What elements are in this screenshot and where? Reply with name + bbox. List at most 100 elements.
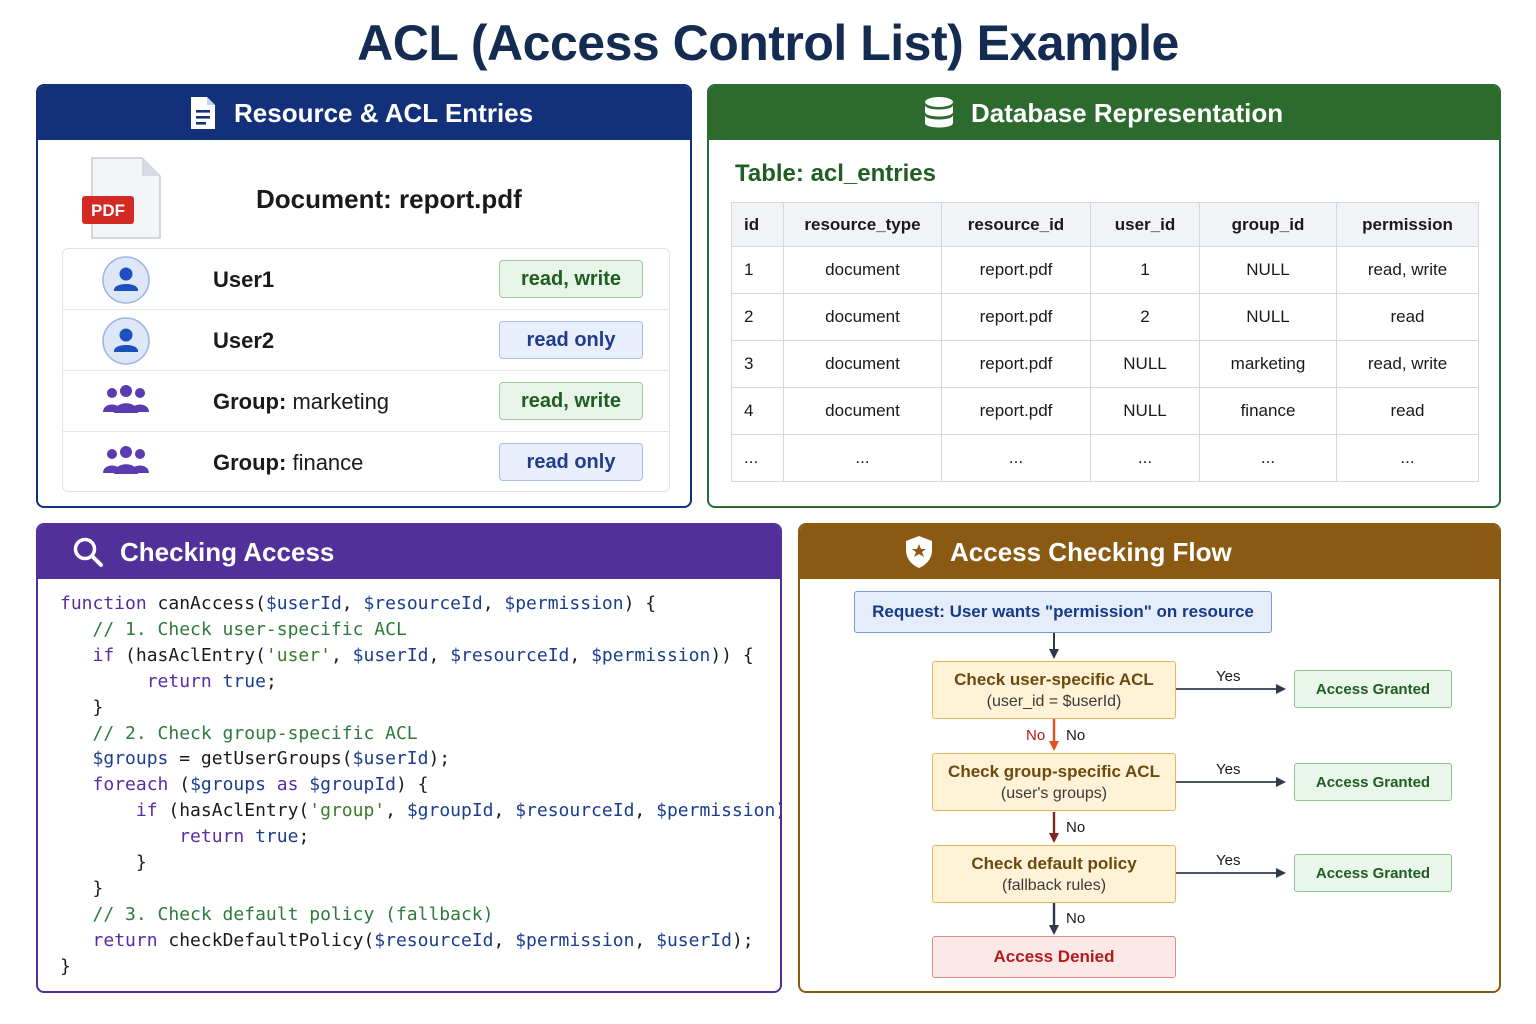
acl-entry-row: Group: finance read only bbox=[63, 432, 669, 493]
checking-access-header: Checking Access bbox=[38, 525, 780, 579]
flow-no-label: No bbox=[1026, 727, 1046, 744]
code-line: } bbox=[60, 955, 71, 977]
table-cell: finance bbox=[1199, 387, 1337, 435]
code-line: return checkDefaultPolicy($resourceId, $… bbox=[92, 929, 754, 951]
table-cell: ... bbox=[1090, 434, 1200, 482]
table-cell: marketing bbox=[1199, 340, 1337, 388]
column-header: resource_id bbox=[941, 202, 1091, 247]
flow-connectors bbox=[1049, 633, 1286, 935]
table-row: ... ... ... ... ... ... bbox=[731, 434, 1479, 482]
document-title: Document: report.pdf bbox=[256, 184, 522, 215]
pdf-label: PDF bbox=[91, 201, 125, 220]
flow-yes-label: Yes bbox=[1216, 668, 1241, 685]
table-cell: 1 bbox=[731, 246, 784, 294]
database-panel: Database Representation Table: acl_entri… bbox=[707, 84, 1501, 508]
column-header: group_id bbox=[1199, 202, 1337, 247]
table-cell: ... bbox=[731, 434, 784, 482]
permission-badge: read, write bbox=[499, 382, 643, 420]
permission-badge: read only bbox=[499, 443, 643, 481]
code-line: foreach ($groups as $groupId) { bbox=[92, 774, 429, 796]
permission-badge: read, write bbox=[499, 260, 643, 298]
table-title: Table: acl_entries bbox=[735, 160, 936, 187]
table-cell: read, write bbox=[1336, 340, 1479, 388]
table-row: 3 document report.pdf NULL marketing rea… bbox=[731, 340, 1479, 388]
table-cell: report.pdf bbox=[941, 293, 1091, 341]
flow-node-detail: (user's groups) bbox=[1000, 784, 1108, 802]
code-line: } bbox=[60, 852, 147, 874]
flow-no-label: No bbox=[1066, 910, 1086, 927]
access-flow-header: Access Checking Flow bbox=[800, 525, 1499, 579]
table-cell: NULL bbox=[1199, 293, 1337, 341]
table-cell: ... bbox=[1199, 434, 1337, 482]
code-line: // 2. Check group-specific ACL bbox=[92, 722, 418, 744]
flow-yes-label: Yes bbox=[1216, 852, 1241, 869]
acl-entry-row: Group: marketing read, write bbox=[63, 371, 669, 432]
flow-no-label: No bbox=[1066, 819, 1086, 836]
acl-entry-row: User2 read only bbox=[63, 310, 669, 371]
code-line: function canAccess($userId, $resourceId,… bbox=[60, 593, 657, 614]
pdf-file-icon: PDF bbox=[82, 156, 168, 242]
table-cell: document bbox=[783, 340, 942, 388]
table-cell: 3 bbox=[731, 340, 784, 388]
document-label: Document: bbox=[256, 184, 392, 214]
acl-entry-name: User1 bbox=[213, 267, 275, 292]
acl-entry-name: User2 bbox=[213, 328, 275, 353]
resource-panel-title: Resource & ACL Entries bbox=[234, 97, 534, 128]
code-line: } bbox=[60, 877, 104, 899]
user-icon bbox=[101, 255, 151, 305]
table-cell: 4 bbox=[731, 387, 784, 435]
search-icon bbox=[72, 536, 104, 568]
database-icon bbox=[923, 96, 955, 130]
code-block: function canAccess($userId, $resourceId,… bbox=[60, 591, 780, 980]
column-header: resource_type bbox=[783, 202, 942, 247]
flow-request-node: Request: User wants "permission" on reso… bbox=[854, 591, 1272, 633]
database-panel-header: Database Representation bbox=[709, 86, 1499, 140]
table-cell: report.pdf bbox=[941, 340, 1091, 388]
flow-check-default-node: Check default policy (fallback rules) bbox=[932, 845, 1176, 903]
table-cell: 2 bbox=[1090, 293, 1200, 341]
flow-check-user-node: Check user-specific ACL (user_id = $user… bbox=[932, 661, 1176, 719]
table-header-row: id resource_type resource_id user_id gro… bbox=[731, 202, 1479, 247]
group-icon bbox=[101, 377, 151, 427]
document-name: report.pdf bbox=[399, 184, 522, 214]
user-icon bbox=[101, 316, 151, 366]
acl-entry-name: Group: marketing bbox=[213, 389, 390, 414]
table-row: 2 document report.pdf 2 NULL read bbox=[731, 293, 1479, 341]
database-panel-title: Database Representation bbox=[971, 97, 1284, 128]
flow-check-group-node: Check group-specific ACL (user's groups) bbox=[932, 753, 1176, 811]
table-cell: report.pdf bbox=[941, 387, 1091, 435]
code-line: if (hasAclEntry('user', $userId, $resour… bbox=[92, 644, 754, 666]
code-line: $groups = getUserGroups($userId); bbox=[92, 748, 451, 770]
document-row: PDF Document: report.pdf bbox=[82, 156, 662, 246]
acl-entry-name: Group: finance bbox=[213, 450, 364, 475]
flow-granted-node: Access Granted bbox=[1294, 763, 1452, 801]
flow-denied-node: Access Denied bbox=[932, 936, 1176, 978]
column-header: user_id bbox=[1090, 202, 1200, 247]
table-cell: NULL bbox=[1090, 340, 1200, 388]
code-line: } bbox=[60, 696, 104, 718]
document-icon bbox=[188, 96, 218, 130]
table-cell: read, write bbox=[1336, 246, 1479, 294]
flow-no-label: No bbox=[1066, 727, 1086, 744]
code-line: // 1. Check user-specific ACL bbox=[92, 618, 407, 640]
flow-node-title: Check user-specific ACL bbox=[954, 669, 1154, 689]
table-cell: document bbox=[783, 246, 942, 294]
column-header: permission bbox=[1336, 202, 1479, 247]
checking-access-title: Checking Access bbox=[120, 536, 335, 567]
table-cell: ... bbox=[783, 434, 942, 482]
table-cell: 1 bbox=[1090, 246, 1200, 294]
acl-entries-table: id resource_type resource_id user_id gro… bbox=[731, 202, 1479, 482]
resource-acl-panel: Resource & ACL Entries PDF Document: rep… bbox=[36, 84, 692, 508]
resource-panel-header: Resource & ACL Entries bbox=[38, 86, 690, 140]
table-row: 1 document report.pdf 1 NULL read, write bbox=[731, 246, 1479, 294]
table-cell: read bbox=[1336, 387, 1479, 435]
table-cell: NULL bbox=[1090, 387, 1200, 435]
flow-granted-node: Access Granted bbox=[1294, 670, 1452, 708]
shield-icon bbox=[904, 535, 934, 569]
code-line: // 3. Check default policy (fallback) bbox=[92, 903, 494, 925]
code-line: return true; bbox=[179, 826, 310, 848]
permission-badge: read only bbox=[499, 321, 643, 359]
code-line: return true; bbox=[146, 670, 277, 692]
page-title: ACL (Access Control List) Example bbox=[357, 15, 1179, 71]
column-header: id bbox=[731, 202, 784, 247]
